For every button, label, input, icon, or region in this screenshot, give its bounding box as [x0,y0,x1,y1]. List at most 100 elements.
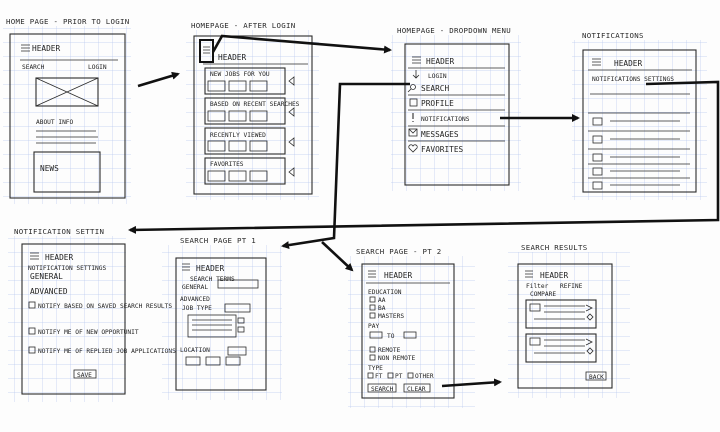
panel-title: SEARCH RESULTS [521,243,588,252]
phone-frame [175,257,267,391]
favorite-icon [586,347,594,355]
arrow-menu-to-dropdown [211,34,392,54]
grid-paper [3,26,131,204]
menu-item-login[interactable]: LOGIN [428,73,447,80]
phone-frame [193,35,313,195]
pay-max-input[interactable] [403,331,417,339]
panel-title: NOTIFICATION SETTIN [14,227,104,236]
svg-text:BASED ON RECENT SEARCHES: BASED ON RECENT SEARCHES [210,101,300,108]
general-label: GENERAL [30,272,63,281]
hamburger-icon [368,270,376,278]
panel-home-after-login: HOMEPAGE - AFTER LOGIN HEADER NEW JOBS F… [186,21,319,200]
search-button[interactable] [367,383,397,393]
search-terms-input[interactable] [217,279,259,289]
compare-link[interactable]: COMPARE [530,291,556,298]
back-button-label: BACK [589,374,604,381]
svg-text:NOTIFY ME OF NEW OPPORTUNIT: NOTIFY ME OF NEW OPPORTUNIT [38,329,139,336]
panel-home-pre-login: HOME PAGE - PRIOR TO LOGIN HEADER SEARCH… [3,17,131,204]
about-info-label: ABOUT INFO [36,119,74,126]
edu-ba: BA [378,305,386,312]
save-button[interactable] [73,369,97,379]
menu-item-search[interactable]: SEARCH [421,84,449,93]
back-button[interactable] [585,371,607,381]
arrow-home-to-after-login [137,71,180,88]
hamburger-icon [30,252,39,260]
arrow-page1-to-page2 [321,241,354,272]
menu-item-profile[interactable]: PROFILE [421,99,454,108]
panel-search-results: SEARCH RESULTS HEADER Filter REFINE COMP… [508,243,630,398]
header-label: HEADER [614,59,642,68]
checkbox-remote[interactable] [369,346,376,353]
job-type-label: JOB TYPE [182,305,212,312]
job-type-options[interactable] [187,314,245,338]
notification-settings-link[interactable]: NOTIFICATIONS SETTINGS [592,76,674,83]
search-icon [407,84,416,93]
option-replied-applications[interactable]: NOTIFY ME OF REPLIED JOB APPLICATIONS [28,346,176,355]
phone-frame [404,43,510,186]
phone-frame [582,49,697,193]
panel-search-page-1: SEARCH PAGE PT 1 HEADER SEARCH TERMS GEN… [162,236,282,400]
location-input[interactable] [227,346,247,356]
location-field-2[interactable] [205,356,221,366]
login-link[interactable]: LOGIN [88,64,107,71]
search-terms-label: SEARCH TERMS [190,276,235,283]
checkbox-ft[interactable] [367,372,374,379]
header-label: HEADER [384,271,412,280]
option-new-opportunities[interactable]: NOTIFY ME OF NEW OPPORTUNIT [28,327,139,336]
panel-search-page-2: SEARCH PAGE - PT 2 HEADER EDUCATION AA B… [348,247,475,408]
refine-link[interactable]: REFINE [560,283,583,290]
pay-min-input[interactable] [369,331,383,339]
checkbox-masters[interactable] [369,312,376,319]
profile-icon [409,98,418,107]
hamburger-icon [21,44,30,52]
checkbox-non-remote[interactable] [369,354,376,361]
checkbox-other[interactable] [407,372,414,379]
section-recently-viewed[interactable]: RECENTLY VIEWED [204,127,295,155]
education-label: EDUCATION [368,289,402,296]
filter-link[interactable]: Filter [526,283,549,290]
panel-dropdown-menu: HOMEPAGE - DROPDOWN MENU HEADER LOGIN SE… [391,26,521,191]
header-label: HEADER [426,57,454,66]
location-field-1[interactable] [185,356,201,366]
svg-text:RECENTLY VIEWED: RECENTLY VIEWED [210,132,266,139]
hamburger-icon [592,58,601,66]
section-favorites[interactable]: FAVORITES [204,157,295,185]
header-label: HEADER [540,271,568,280]
option-saved-search[interactable]: NOTIFY BASED ON SAVED SEARCH RESULTS [28,301,172,310]
news-label: NEWS [40,164,59,173]
arrow-search-to-page-1 [281,82,410,250]
hamburger-icon [182,263,190,271]
menu-item-notifications[interactable]: NOTIFICATIONS [421,116,470,123]
location-field-3[interactable] [225,356,241,366]
job-type-select[interactable] [224,303,251,313]
hamburger-icon [203,46,210,54]
section-new-jobs[interactable]: NEW JOBS FOR YOU [204,67,295,95]
header-label: HEADER [218,53,246,62]
type-ft: FT [375,373,383,380]
panel-title: HOMEPAGE - DROPDOWN MENU [397,26,511,35]
type-label: TYPE [368,365,383,372]
phone-frame [9,33,126,199]
panel-title: NOTIFICATIONS [582,31,644,40]
menu-item-messages[interactable]: MESSAGES [421,130,459,139]
header-label: HEADER [196,264,224,273]
checkbox-ba[interactable] [369,304,376,311]
envelope-icon [408,128,418,137]
search-link[interactable]: SEARCH [22,64,45,71]
result-card[interactable] [525,333,597,363]
pay-to-label: TO [387,333,395,340]
clear-button[interactable] [403,383,431,393]
location-label: LOCATION [180,347,210,354]
clear-button-label: CLEAR [407,386,426,393]
checkbox-pt[interactable] [387,372,394,379]
grid-paper [508,252,630,398]
checkbox-aa[interactable] [369,296,376,303]
chevron-right-icon [585,304,593,312]
arrow-down-icon [412,70,420,79]
edu-aa: AA [378,297,386,304]
news-box [33,151,101,193]
section-recent-searches[interactable]: BASED ON RECENT SEARCHES [204,97,300,125]
menu-item-favorites[interactable]: FAVORITES [421,145,464,154]
type-other: OTHER [415,373,434,380]
result-card[interactable] [525,299,597,329]
